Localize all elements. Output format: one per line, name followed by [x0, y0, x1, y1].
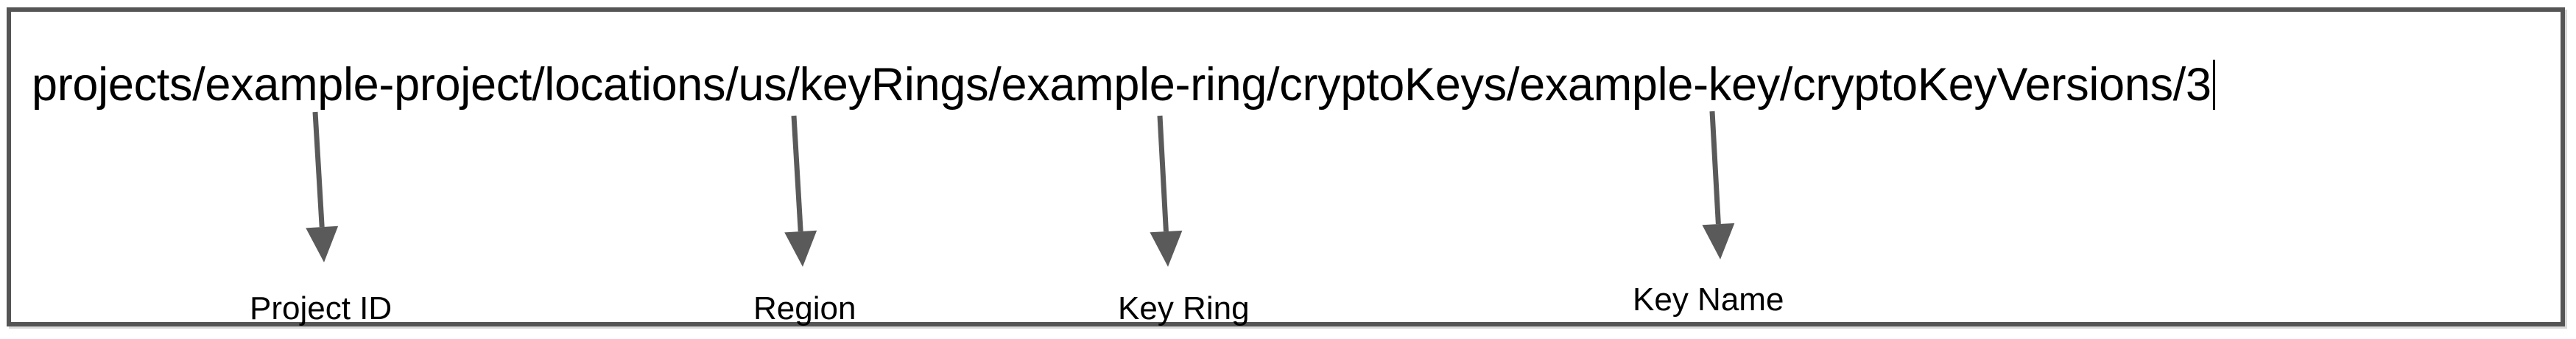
resource-path-field[interactable]: projects/example-project/locations/us/ke…: [7, 7, 2565, 326]
annotation-label-region: Region: [753, 290, 856, 326]
text-caret: [2212, 60, 2215, 110]
resource-path-value: projects/example-project/locations/us/ke…: [32, 59, 2211, 111]
annotation-label-key-name: Key Name: [1633, 282, 1784, 318]
annotation-label-project-id: Project ID: [250, 290, 393, 326]
resource-path-text-line[interactable]: projects/example-project/locations/us/ke…: [32, 50, 2215, 111]
annotation-label-key-ring: Key Ring: [1118, 290, 1250, 326]
